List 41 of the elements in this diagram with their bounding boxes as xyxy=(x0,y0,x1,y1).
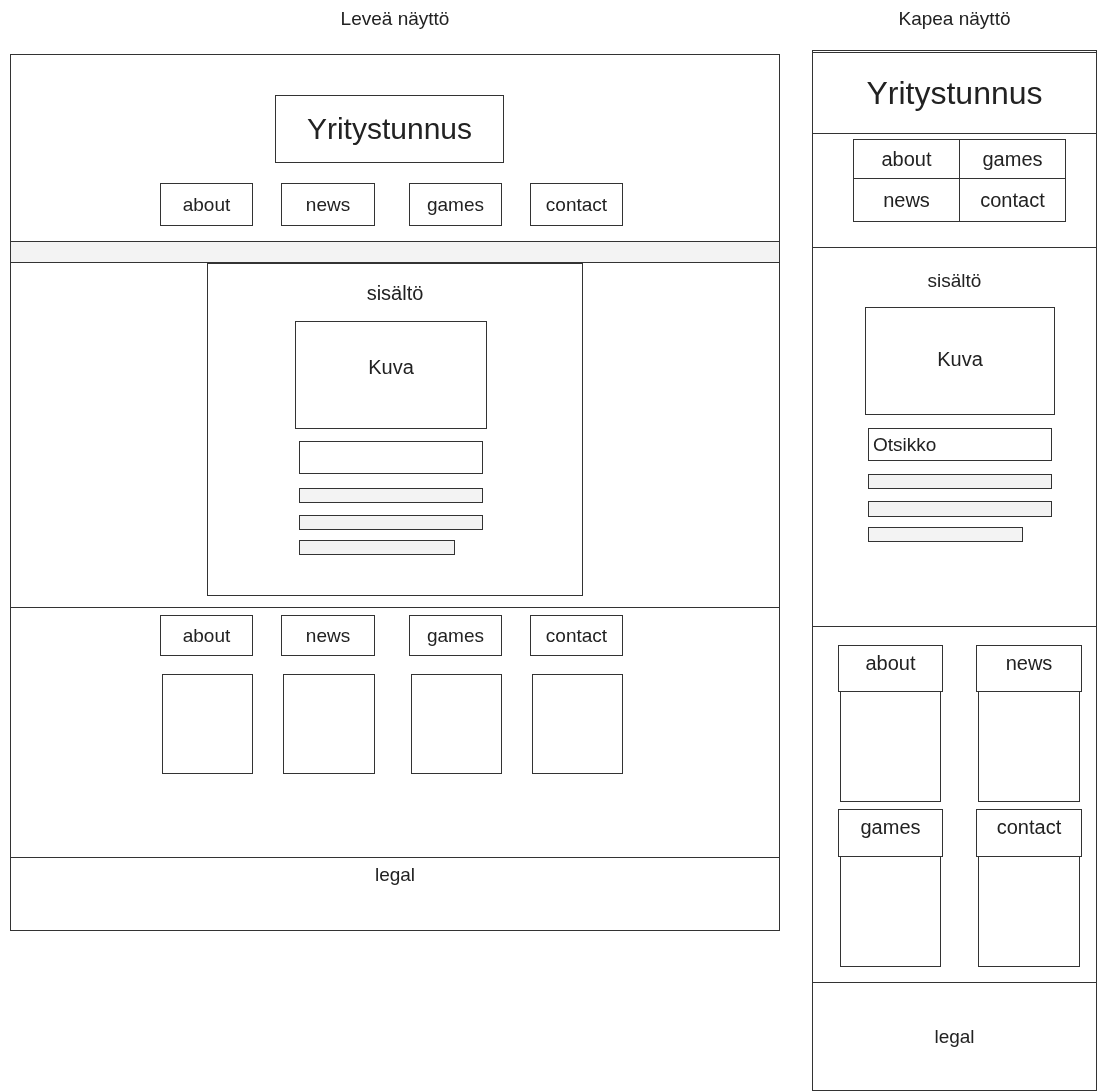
nav-button: news xyxy=(281,183,375,226)
text-line-placeholder xyxy=(868,474,1052,489)
image-placeholder xyxy=(532,674,623,774)
nav-button: about xyxy=(853,139,960,179)
nav-button: games xyxy=(959,139,1066,179)
image-placeholder xyxy=(411,674,502,774)
panel-heading: sisältö xyxy=(366,282,424,305)
text-line-placeholder xyxy=(299,540,455,555)
nav-button: about xyxy=(838,645,943,692)
nav-button: news xyxy=(281,615,375,656)
nav-button: contact xyxy=(530,183,623,226)
title-bar: Otsikko xyxy=(868,428,1052,461)
text-line-placeholder xyxy=(299,488,483,503)
image-placeholder xyxy=(978,691,1080,802)
nav-button: contact xyxy=(976,809,1082,857)
text-line-placeholder xyxy=(868,501,1052,517)
nav-button: games xyxy=(838,809,943,857)
company-name-box: Yritystunnus xyxy=(275,95,504,163)
image-placeholder xyxy=(283,674,375,774)
nav-button: games xyxy=(409,183,502,226)
content-panel xyxy=(207,263,583,596)
image-panel: Kuva xyxy=(295,321,487,429)
heading-placeholder xyxy=(299,441,483,474)
text-line-placeholder xyxy=(299,515,483,530)
image-placeholder xyxy=(840,856,941,967)
image-placeholder xyxy=(840,691,941,802)
nav-button: about xyxy=(160,615,253,656)
nav-button: contact xyxy=(530,615,623,656)
nav-button: about xyxy=(160,183,253,226)
screen-heading: Kapea näyttö xyxy=(898,8,1011,30)
nav-button: contact xyxy=(959,178,1066,222)
panel-heading: sisältö xyxy=(927,270,982,292)
nav-button: news xyxy=(976,645,1082,692)
nav-button: games xyxy=(409,615,502,656)
image-placeholder xyxy=(978,856,1080,967)
divider-band xyxy=(10,241,780,263)
text-line-placeholder xyxy=(868,527,1023,542)
image-placeholder xyxy=(162,674,253,774)
screen-heading: Leveä näyttö xyxy=(340,8,450,30)
nav-button: news xyxy=(853,178,960,222)
image-panel: Kuva xyxy=(865,307,1055,415)
